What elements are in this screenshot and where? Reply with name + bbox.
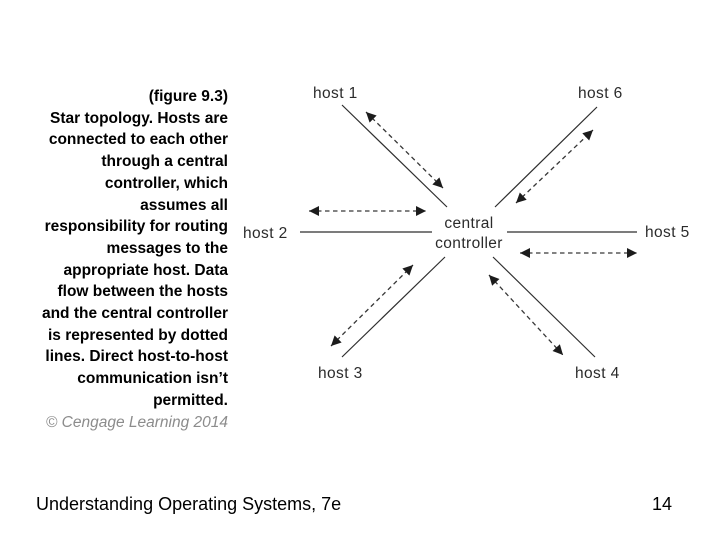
node-label-host-3: host 3 <box>318 365 363 382</box>
copyright-credit: © Cengage Learning 2014 <box>45 413 228 431</box>
link-line-host6 <box>494 106 598 208</box>
footer-book-title: Understanding Operating Systems, 7e <box>36 494 342 514</box>
figure-caption-block: (figure 9.3) Star topology. Hosts are co… <box>0 86 228 434</box>
edge-host2-controller <box>300 206 432 233</box>
node-label-host-6: host 6 <box>578 85 623 102</box>
footer-page-number: 14 <box>651 494 672 514</box>
figure-caption: (figure 9.3) Star topology. Hosts are co… <box>41 88 228 409</box>
link-line-host1 <box>341 104 448 208</box>
node-label-host-4: host 4 <box>575 365 620 382</box>
edge-host1-controller <box>341 104 448 208</box>
dataflow-arrow-host6 <box>515 129 594 204</box>
link-line-host4 <box>492 256 596 358</box>
link-line-host3 <box>341 256 446 358</box>
edge-host6-controller <box>494 106 598 208</box>
dataflow-arrow-host1 <box>365 111 444 189</box>
dataflow-arrow-host3 <box>330 264 414 347</box>
node-label-host-1: host 1 <box>313 85 358 102</box>
edge-host5-controller <box>507 231 637 258</box>
node-label-central-controller-line1: central <box>444 215 493 232</box>
node-label-host-5: host 5 <box>645 224 690 241</box>
dataflow-arrow-host4 <box>488 274 564 356</box>
edge-host4-controller <box>488 256 596 358</box>
node-label-central-controller-line2: controller <box>435 235 503 252</box>
node-label-host-2: host 2 <box>243 225 288 242</box>
edge-host3-controller <box>330 256 446 358</box>
